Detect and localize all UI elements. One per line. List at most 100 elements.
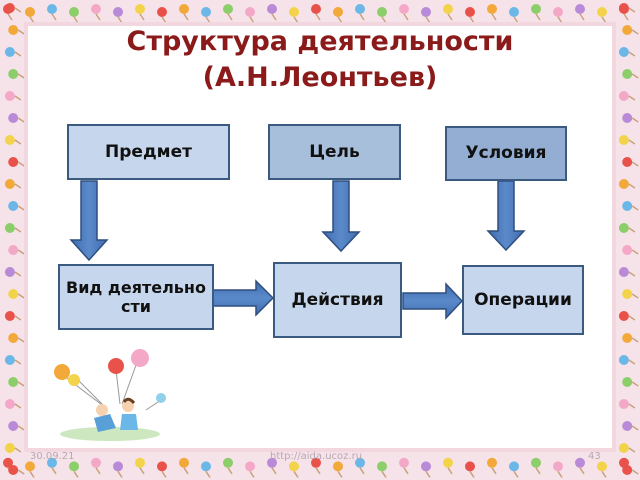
candy-stick-decoration <box>557 470 563 478</box>
candy-stick-decoration <box>315 467 321 475</box>
candy-stick-decoration <box>631 425 639 431</box>
candy-stick-decoration <box>14 7 22 13</box>
candy-decoration <box>289 7 299 17</box>
candy-decoration <box>622 25 633 35</box>
candy-stick-decoration <box>628 227 636 233</box>
candy-decoration <box>8 201 19 211</box>
candy-stick-decoration <box>51 467 57 475</box>
candy-stick-decoration <box>447 13 453 21</box>
candy-stick-decoration <box>535 467 541 475</box>
candy-stick-decoration <box>628 359 636 365</box>
arrow-right-actions-operations <box>402 282 464 320</box>
candy-decoration <box>311 457 321 468</box>
candy-decoration <box>377 7 387 17</box>
candy-decoration <box>531 4 541 14</box>
candy-stick-decoration <box>337 470 343 478</box>
candy-stick-decoration <box>17 249 25 255</box>
candy-border-bottom <box>3 457 629 478</box>
candy-stick-decoration <box>7 13 13 21</box>
candy-decoration <box>8 289 19 299</box>
candy-decoration <box>622 69 633 79</box>
candy-stick-decoration <box>51 13 57 21</box>
candy-decoration <box>465 461 475 472</box>
candy-stick-decoration <box>359 13 365 21</box>
candy-stick-decoration <box>628 7 636 13</box>
arrow-down-goal <box>321 180 361 253</box>
candy-stick-decoration <box>17 293 25 299</box>
candy-decoration <box>8 421 19 431</box>
candy-border-left <box>4 3 25 475</box>
candy-stick-decoration <box>469 470 475 478</box>
candy-stick-decoration <box>73 470 79 478</box>
arrow-right-activity-actions <box>205 279 275 317</box>
candy-stick-decoration <box>601 470 607 478</box>
candy-stick-decoration <box>628 51 636 57</box>
candy-decoration <box>4 91 15 101</box>
candy-stick-decoration <box>249 470 255 478</box>
candy-decoration <box>223 457 233 468</box>
candy-decoration <box>509 461 519 472</box>
arrow-down-subject <box>69 180 109 262</box>
candy-stick-decoration <box>17 161 25 167</box>
candy-decoration <box>622 377 633 387</box>
candy-decoration <box>47 4 57 14</box>
candy-decoration <box>618 135 629 145</box>
candy-decoration <box>245 461 255 472</box>
candy-stick-decoration <box>628 139 636 145</box>
candy-decoration <box>597 461 607 472</box>
candy-decoration <box>618 267 629 277</box>
candy-stick-decoration <box>183 467 189 475</box>
candy-decoration <box>622 201 633 211</box>
candy-decoration <box>8 157 19 167</box>
box-operations: Операции <box>462 265 584 335</box>
candy-stick-decoration <box>14 359 22 365</box>
title-line-1: Структура деятельности <box>126 26 514 57</box>
candy-stick-decoration <box>579 467 585 475</box>
candy-stick-decoration <box>381 470 387 478</box>
candy-decoration <box>135 457 145 468</box>
candy-stick-decoration <box>161 470 167 478</box>
candy-decoration <box>575 457 585 468</box>
candy-decoration <box>4 3 15 13</box>
candy-stick-decoration <box>315 13 321 21</box>
candy-stick-decoration <box>95 13 101 21</box>
candy-stick-decoration <box>139 13 145 21</box>
candy-decoration <box>399 4 409 14</box>
candy-decoration <box>267 457 277 468</box>
candy-decoration <box>289 461 299 472</box>
candy-decoration <box>618 91 629 101</box>
candy-decoration <box>622 333 633 343</box>
candy-stick-decoration <box>14 447 22 453</box>
candy-decoration <box>113 7 123 17</box>
candy-stick-decoration <box>631 293 639 299</box>
box-subject-label: Предмет <box>105 141 192 162</box>
candy-stick-decoration <box>631 337 639 343</box>
candy-stick-decoration <box>14 271 22 277</box>
candy-decoration <box>4 179 15 189</box>
candy-stick-decoration <box>95 467 101 475</box>
candy-decoration <box>421 7 431 17</box>
candy-decoration <box>179 4 189 14</box>
candy-stick-decoration <box>117 470 123 478</box>
candy-decoration <box>443 457 453 468</box>
candy-stick-decoration <box>29 470 35 478</box>
candy-decoration <box>575 4 585 14</box>
candy-decoration <box>509 7 519 17</box>
candy-decoration <box>4 223 15 233</box>
candy-decoration <box>333 7 343 17</box>
candy-stick-decoration <box>631 469 639 475</box>
candy-stick-decoration <box>17 29 25 35</box>
candy-stick-decoration <box>227 467 233 475</box>
candy-decoration <box>8 25 19 35</box>
candy-stick-decoration <box>271 467 277 475</box>
candy-decoration <box>618 443 629 453</box>
candy-decoration <box>333 461 343 472</box>
candy-decoration <box>223 4 233 14</box>
candy-stick-decoration <box>14 315 22 321</box>
candy-decoration <box>25 461 35 472</box>
footer-url[interactable]: http://aida.ucoz.ru <box>270 451 363 462</box>
candy-stick-decoration <box>628 183 636 189</box>
candy-stick-decoration <box>17 73 25 79</box>
candy-stick-decoration <box>403 13 409 21</box>
